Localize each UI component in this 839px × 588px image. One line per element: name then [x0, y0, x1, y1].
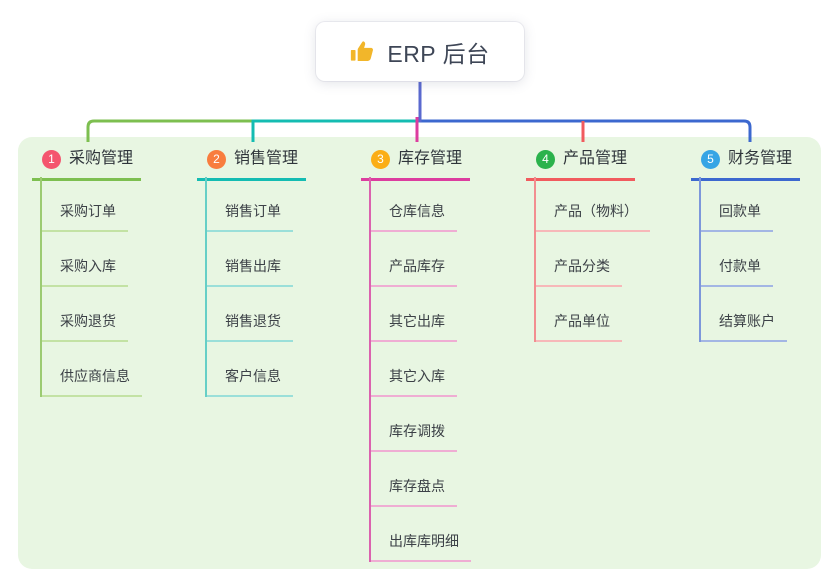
- branch-title-label: 采购管理: [69, 150, 134, 167]
- branch-children: 回款单付款单结算账户: [699, 177, 787, 342]
- child-row: 供应商信息: [42, 342, 142, 397]
- child-node-label: 产品库存: [389, 258, 445, 274]
- child-node[interactable]: 销售退货: [207, 313, 293, 342]
- child-node[interactable]: 仓库信息: [371, 203, 457, 232]
- child-node-label: 销售订单: [225, 203, 281, 219]
- child-node-label: 其它出库: [389, 313, 445, 329]
- child-node[interactable]: 库存盘点: [371, 478, 457, 507]
- branches-panel: [18, 137, 821, 569]
- child-node-label: 产品分类: [554, 258, 610, 274]
- branch-children: 采购订单采购入库采购退货供应商信息: [40, 177, 142, 397]
- child-node-label: 产品单位: [554, 313, 610, 329]
- child-row: 产品分类: [536, 232, 650, 287]
- branch-2: 2 销售管理销售订单销售出库销售退货客户信息: [197, 149, 307, 397]
- child-node[interactable]: 采购入库: [42, 258, 128, 287]
- branch-number-badge: 3: [371, 149, 390, 169]
- child-node[interactable]: 付款单: [701, 258, 773, 287]
- branch-node-3[interactable]: 3 库存管理: [361, 149, 471, 181]
- child-row: 采购退货: [42, 287, 142, 342]
- branch-number-badge: 2: [207, 149, 226, 169]
- child-node-label: 库存调拨: [389, 423, 445, 439]
- child-node[interactable]: 出库库明细: [371, 533, 471, 562]
- connector-path: [251, 119, 420, 142]
- branch-number-badge: 5: [701, 149, 720, 169]
- child-node[interactable]: 产品库存: [371, 258, 457, 287]
- child-row: 结算账户: [701, 287, 787, 342]
- connector-path: [420, 119, 752, 142]
- child-row: 库存盘点: [371, 452, 471, 507]
- branch-title-label: 产品管理: [563, 150, 628, 167]
- child-node[interactable]: 产品分类: [536, 258, 622, 287]
- child-node-label: 采购退货: [60, 313, 116, 329]
- child-row: 产品（物料）: [536, 177, 650, 232]
- child-node-label: 其它入库: [389, 368, 445, 384]
- child-node[interactable]: 其它入库: [371, 368, 457, 397]
- child-node-label: 采购入库: [60, 258, 116, 274]
- child-row: 产品库存: [371, 232, 471, 287]
- branch-5: 5 财务管理回款单付款单结算账户: [691, 149, 801, 342]
- child-node[interactable]: 销售订单: [207, 203, 293, 232]
- child-row: 客户信息: [207, 342, 293, 397]
- child-node[interactable]: 结算账户: [701, 313, 787, 342]
- child-node-label: 客户信息: [225, 368, 281, 384]
- child-node-label: 采购订单: [60, 203, 116, 219]
- child-row: 采购订单: [42, 177, 142, 232]
- root-title: ERP 后台: [387, 40, 490, 67]
- child-node[interactable]: 客户信息: [207, 368, 293, 397]
- branch-title-label: 库存管理: [398, 150, 463, 167]
- child-node-label: 出库库明细: [389, 533, 459, 549]
- child-node-label: 供应商信息: [60, 368, 130, 384]
- child-node[interactable]: 采购订单: [42, 203, 128, 232]
- branch-node-2[interactable]: 2 销售管理: [197, 149, 307, 181]
- branch-children: 仓库信息产品库存其它出库其它入库库存调拨库存盘点出库库明细: [369, 177, 471, 562]
- child-node-label: 结算账户: [719, 313, 775, 329]
- child-row: 销售出库: [207, 232, 293, 287]
- child-row: 销售订单: [207, 177, 293, 232]
- child-node[interactable]: 其它出库: [371, 313, 457, 342]
- branch-4: 4 产品管理产品（物料） 产品分类产品单位: [526, 149, 650, 342]
- child-node-label: 库存盘点: [389, 478, 445, 494]
- thumbs-up-icon: [351, 40, 374, 61]
- connector-path: [86, 119, 254, 142]
- branch-number-badge: 4: [536, 149, 555, 169]
- child-node[interactable]: 库存调拨: [371, 423, 457, 452]
- child-row: 回款单: [701, 177, 787, 232]
- child-node[interactable]: 供应商信息: [42, 368, 142, 397]
- child-node-label: 仓库信息: [389, 203, 445, 219]
- branch-title-label: 财务管理: [728, 150, 793, 167]
- root-node[interactable]: ERP 后台: [316, 22, 524, 81]
- child-row: 仓库信息: [371, 177, 471, 232]
- branch-node-1[interactable]: 1 采购管理: [32, 149, 142, 181]
- child-row: 其它入库: [371, 342, 471, 397]
- branch-3: 3 库存管理仓库信息产品库存其它出库其它入库库存调拨库存盘点出库库明细: [361, 149, 471, 562]
- child-node[interactable]: 采购退货: [42, 313, 128, 342]
- child-node[interactable]: 销售出库: [207, 258, 293, 287]
- branch-number-badge: 1: [42, 149, 61, 169]
- child-row: 采购入库: [42, 232, 142, 287]
- child-node-label: 销售退货: [225, 313, 281, 329]
- child-row: 库存调拨: [371, 397, 471, 452]
- branch-node-5[interactable]: 5 财务管理: [691, 149, 801, 181]
- child-node-label: 销售出库: [225, 258, 281, 274]
- branch-node-4[interactable]: 4 产品管理: [526, 149, 636, 181]
- branch-children: 销售订单销售出库销售退货客户信息: [205, 177, 293, 397]
- branch-1: 1 采购管理采购订单采购入库采购退货供应商信息: [32, 149, 142, 397]
- child-row: 产品单位: [536, 287, 650, 342]
- child-node[interactable]: 产品（物料）: [536, 203, 650, 232]
- child-node[interactable]: 回款单: [701, 203, 773, 232]
- branch-children: 产品（物料） 产品分类产品单位: [534, 177, 650, 342]
- child-node-label: 付款单: [719, 258, 761, 274]
- child-node[interactable]: 产品单位: [536, 313, 622, 342]
- branch-title-label: 销售管理: [234, 150, 299, 167]
- child-node-label: 回款单: [719, 203, 761, 219]
- child-row: 付款单: [701, 232, 787, 287]
- child-row: 出库库明细: [371, 507, 471, 562]
- child-row: 销售退货: [207, 287, 293, 342]
- child-row: 其它出库: [371, 287, 471, 342]
- child-node-label: 产品（物料）: [554, 203, 638, 219]
